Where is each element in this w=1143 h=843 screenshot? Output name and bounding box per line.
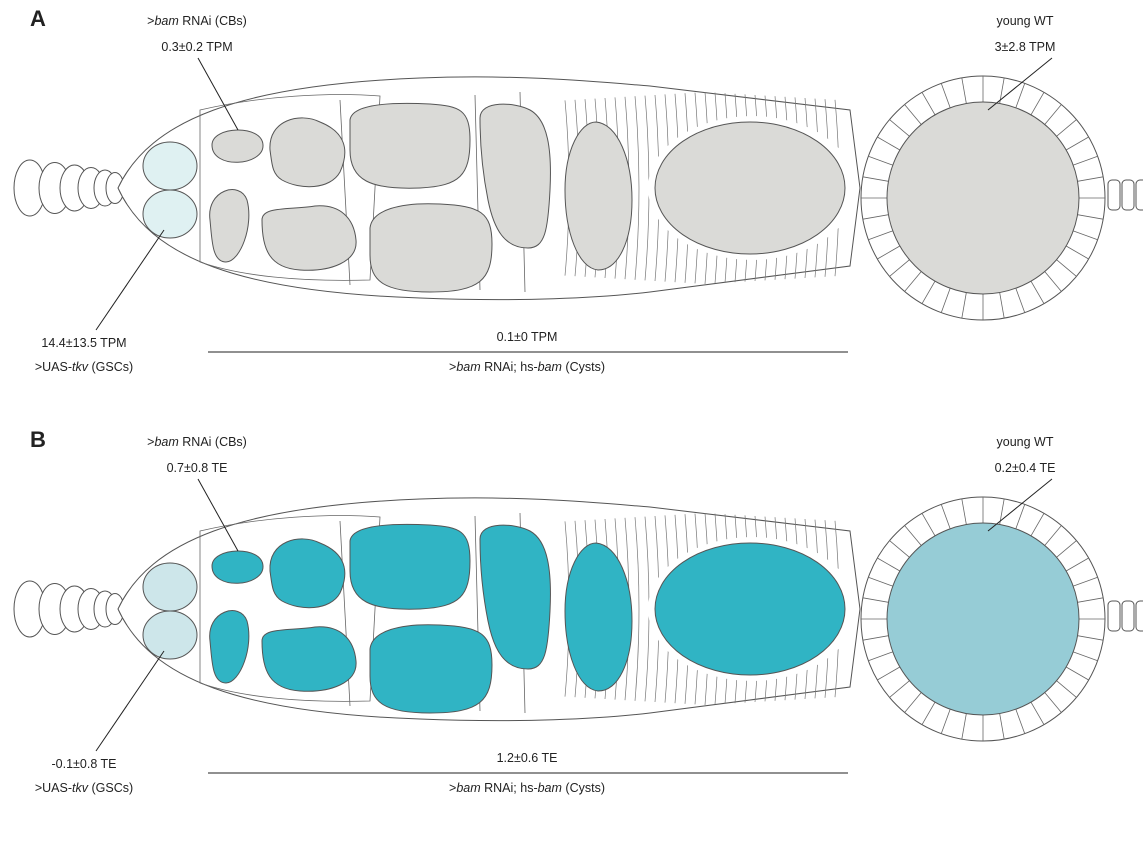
- panel-a: A >bam RNAi (CBs) 0.3±0.2 TPM young WT 3…: [0, 0, 1143, 420]
- panel-letter: B: [30, 427, 46, 453]
- cb-value-label: 0.7±0.8 TE: [167, 461, 228, 475]
- gsc-cell: [143, 563, 197, 611]
- cyst-genotype-label: >bam RNAi; hs-bam (Cysts): [449, 781, 605, 795]
- gsc-value-label: 14.4±13.5 TPM: [41, 336, 126, 350]
- cyst-cell: [350, 103, 470, 188]
- stage-chamber-cyst: [655, 543, 845, 675]
- gsc-leader-line: [96, 230, 164, 330]
- stage-chamber-cyst: [655, 122, 845, 254]
- stalk-segment: [1136, 180, 1143, 210]
- cyst-cell: [212, 551, 263, 583]
- gsc-genotype-label: >UAS-tkv (GSCs): [35, 781, 133, 795]
- gsc-cell: [143, 611, 197, 659]
- wt-germ-cell: [887, 102, 1079, 294]
- ovariole-diagram-b: [0, 421, 1143, 841]
- gsc-value-label: -0.1±0.8 TE: [52, 757, 117, 771]
- gsc-genotype-label: >UAS-tkv (GSCs): [35, 360, 133, 374]
- wt-label: young WT: [997, 435, 1054, 449]
- ovariole-diagram-a: [0, 0, 1143, 420]
- wt-germ-cell: [887, 523, 1079, 715]
- wt-value-label: 3±2.8 TPM: [995, 40, 1056, 54]
- panel-letter: A: [30, 6, 46, 32]
- cyst-cell: [350, 524, 470, 609]
- cb-genotype-label: >bam RNAi (CBs): [147, 435, 247, 449]
- stalk-segment: [1122, 601, 1134, 631]
- stalk-segment: [1136, 601, 1143, 631]
- cyst-cell: [370, 625, 492, 713]
- cb-genotype-label: >bam RNAi (CBs): [147, 14, 247, 28]
- cyst-cell: [370, 204, 492, 292]
- wt-label: young WT: [997, 14, 1054, 28]
- gsc-cell: [143, 190, 197, 238]
- panel-b: B >bam RNAi (CBs) 0.7±0.8 TE young WT 0.…: [0, 421, 1143, 841]
- cb-value-label: 0.3±0.2 TPM: [161, 40, 232, 54]
- wt-value-label: 0.2±0.4 TE: [995, 461, 1056, 475]
- stalk-segment: [1108, 180, 1120, 210]
- gsc-cell: [143, 142, 197, 190]
- cyst-genotype-label: >bam RNAi; hs-bam (Cysts): [449, 360, 605, 374]
- stalk-segment: [1122, 180, 1134, 210]
- cyst-cell: [262, 206, 356, 270]
- cyst-cell: [212, 130, 263, 162]
- cyst-cell: [262, 627, 356, 691]
- gsc-leader-line: [96, 651, 164, 751]
- cyst-value-label: 1.2±0.6 TE: [497, 751, 558, 765]
- stalk-segment: [1108, 601, 1120, 631]
- cyst-value-label: 0.1±0 TPM: [497, 330, 558, 344]
